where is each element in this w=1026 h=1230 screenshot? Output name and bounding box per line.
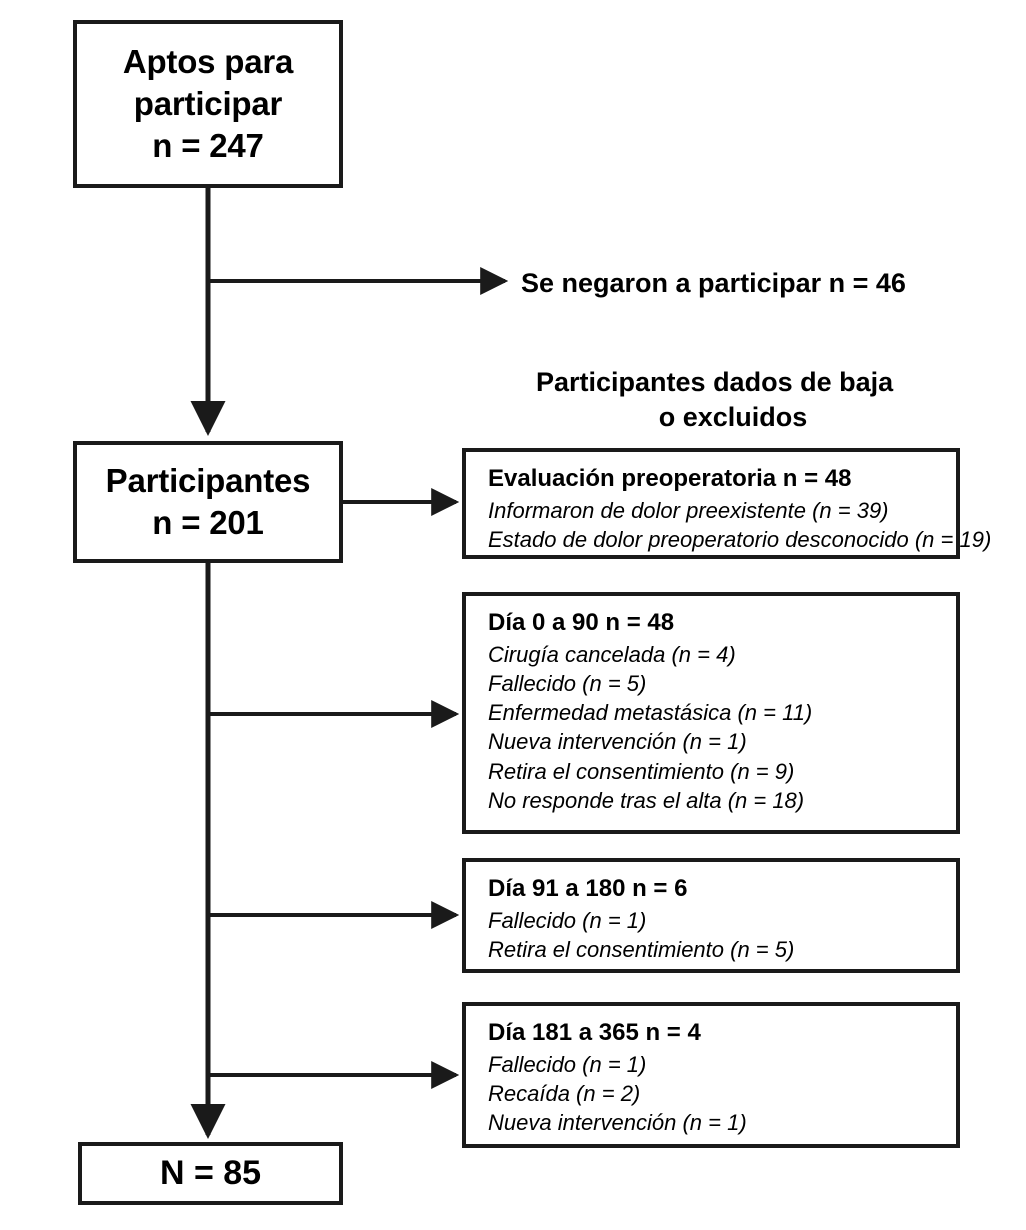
node-participants-line-1: Participantes bbox=[105, 461, 311, 499]
node-eligible: Aptos para participar n = 247 bbox=[73, 20, 343, 188]
exclusion-box-day0-90-item-4: Nueva intervención (n = 1) bbox=[488, 729, 747, 755]
exclusion-box-day91-180: Día 91 a 180 n = 6 Fallecido (n = 1) Ret… bbox=[462, 858, 960, 973]
exclusion-box-preop-item-2: Estado de dolor preoperatorio desconocid… bbox=[488, 526, 992, 552]
label-excluded-header-line-1: Participantes dados de baja bbox=[536, 367, 894, 397]
exclusion-box-day91-180-item-1: Fallecido (n = 1) bbox=[488, 907, 647, 933]
exclusion-box-preop: Evaluación preoperatoria n = 48 Informar… bbox=[462, 448, 991, 559]
exclusion-box-day0-90-item-6: No responde tras el alta (n = 18) bbox=[488, 787, 805, 813]
exclusion-box-preop-item-1: Informaron de dolor preexistente (n = 39… bbox=[488, 497, 889, 523]
exclusion-box-day181-365-item-3: Nueva intervención (n = 1) bbox=[488, 1110, 747, 1136]
exclusion-box-day0-90-item-5: Retira el consentimiento (n = 9) bbox=[488, 758, 795, 784]
exclusion-box-day0-90: Día 0 a 90 n = 48 Cirugía cancelada (n =… bbox=[462, 592, 960, 834]
exclusion-box-day0-90-item-3: Enfermedad metastásica (n = 11) bbox=[488, 700, 813, 726]
node-eligible-line-1: Aptos para bbox=[122, 42, 294, 80]
node-participants: Participantes n = 201 bbox=[73, 441, 343, 563]
exclusion-box-day91-180-item-2: Retira el consentimiento (n = 5) bbox=[488, 936, 795, 962]
label-excluded-header-line-2: o excluidos bbox=[658, 402, 808, 432]
node-participants-line-2: n = 201 bbox=[152, 504, 264, 541]
exclusion-box-day0-90-item-2: Fallecido (n = 5) bbox=[488, 670, 647, 696]
exclusion-box-day91-180-heading: Día 91 a 180 n = 6 bbox=[488, 875, 688, 902]
exclusion-box-preop-heading: Evaluación preoperatoria n = 48 bbox=[488, 465, 852, 492]
node-eligible-line-3: n = 247 bbox=[152, 127, 264, 165]
exclusion-box-day181-365-heading: Día 181 a 365 n = 4 bbox=[488, 1019, 701, 1046]
exclusion-box-day181-365-item-2: Recaída (n = 2) bbox=[488, 1080, 641, 1106]
label-refused: Se negaron a participar n = 46 bbox=[521, 268, 906, 298]
exclusion-box-day181-365: Día 181 a 365 n = 4 Fallecido (n = 1) Re… bbox=[462, 1002, 960, 1148]
exclusion-box-day181-365-item-1: Fallecido (n = 1) bbox=[488, 1051, 647, 1077]
exclusion-box-day0-90-item-1: Cirugía cancelada (n = 4) bbox=[488, 641, 736, 667]
exclusion-box-day0-90-heading: Día 0 a 90 n = 48 bbox=[488, 609, 675, 636]
node-final-label: N = 85 bbox=[159, 1154, 262, 1193]
node-final: N = 85 bbox=[78, 1142, 343, 1205]
node-eligible-line-2: participar bbox=[133, 84, 283, 122]
